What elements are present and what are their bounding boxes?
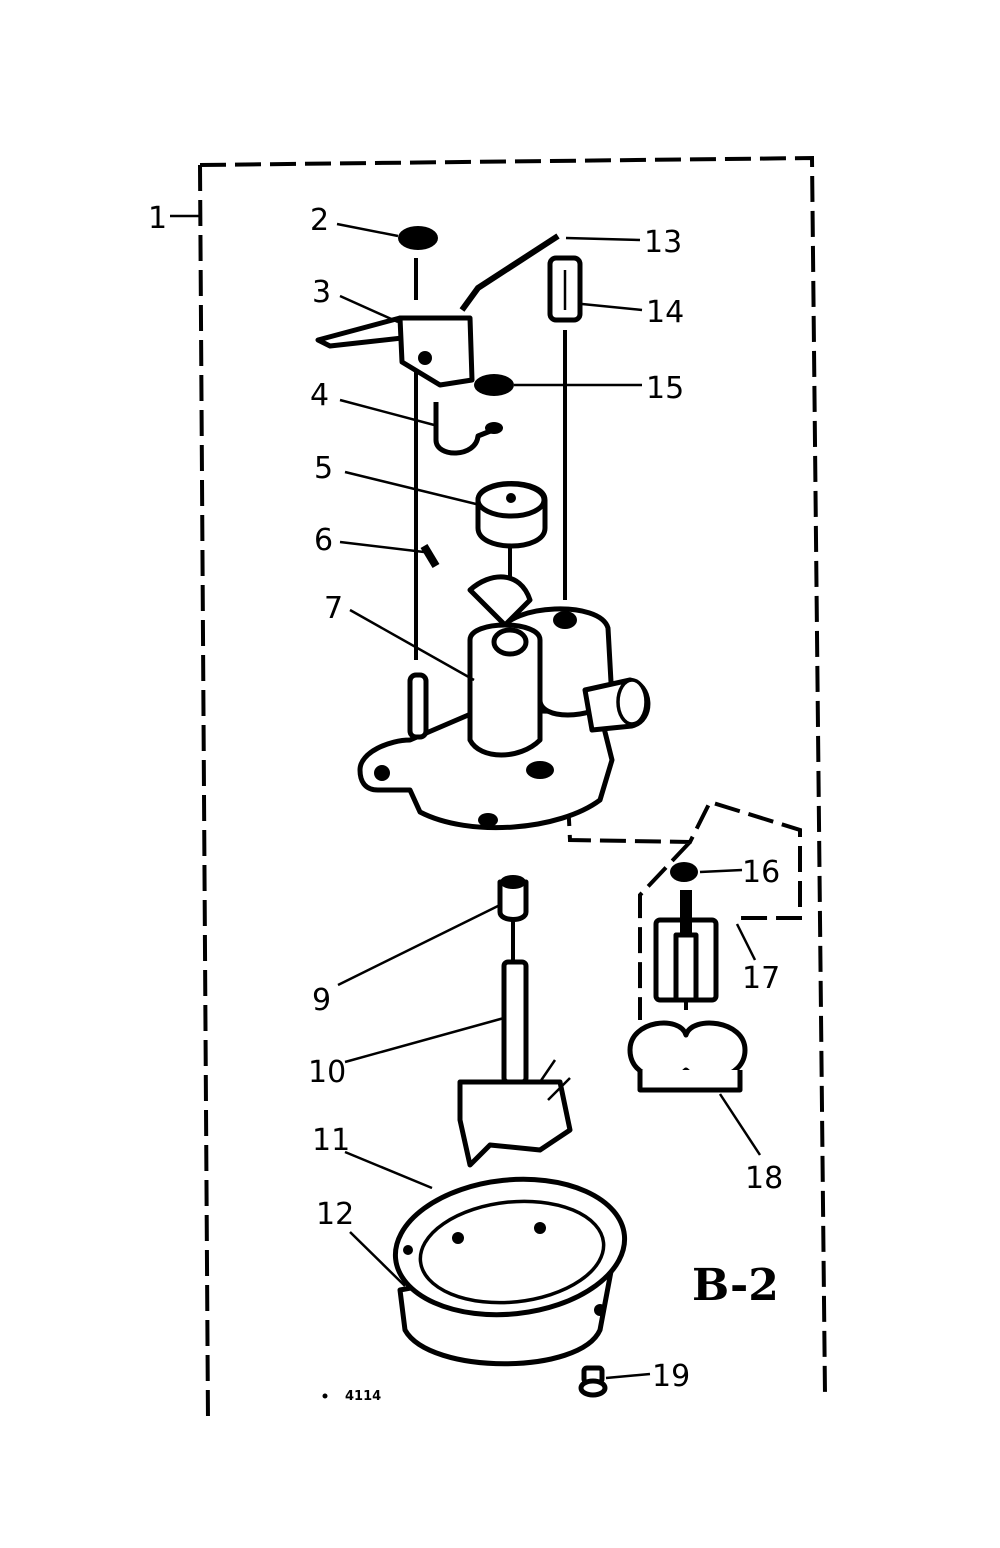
callout-1: 1 <box>148 201 167 236</box>
part-5-float <box>475 481 548 549</box>
part-14-sleeve <box>547 255 583 323</box>
part-17-needle-valve <box>653 890 719 1003</box>
callout-2: 2 <box>310 203 329 238</box>
callout-4: 4 <box>310 378 329 413</box>
subassembly-boundary <box>566 799 802 1020</box>
part-4-clip <box>433 402 503 456</box>
part-18-float-bracket <box>627 1020 748 1093</box>
part-13-rod <box>459 233 560 312</box>
callout-7: 7 <box>324 591 343 626</box>
callout-19: 19 <box>652 1359 690 1394</box>
callout-9: 9 <box>312 983 331 1018</box>
part-19-screw <box>578 1365 608 1398</box>
part-6-pin <box>420 543 440 569</box>
part-15-washer <box>474 374 514 396</box>
callout-17: 17 <box>742 961 780 996</box>
diagram-id-label: B-2 <box>692 1260 779 1311</box>
part-2-cap <box>398 226 438 250</box>
callout-13: 13 <box>644 225 682 260</box>
part-3-lever <box>315 315 475 388</box>
part-9-plug <box>497 875 529 922</box>
callout-15: 15 <box>646 371 684 406</box>
figure-code-text: 4114 <box>345 1389 381 1404</box>
callout-12: 12 <box>316 1197 354 1232</box>
callout-5: 5 <box>314 451 333 486</box>
callout-3: 3 <box>312 275 331 310</box>
callout-18: 18 <box>745 1161 783 1196</box>
leader-lines <box>170 214 762 1380</box>
part-11-12-float-bowl <box>392 1176 628 1367</box>
callout-10: 10 <box>308 1055 346 1090</box>
part-10-nozzle <box>457 959 573 1168</box>
callout-14: 14 <box>646 295 684 330</box>
callout-16: 16 <box>742 855 780 890</box>
figure-code: 4114 <box>322 1389 381 1404</box>
callouts: 1 2 3 4 5 6 7 9 10 11 12 13 14 15 16 17 … <box>148 201 783 1394</box>
assembly-boundary <box>198 155 827 1423</box>
callout-11: 11 <box>312 1123 350 1158</box>
part-7-carburetor-body <box>357 574 651 831</box>
part-16-washer <box>670 862 698 882</box>
callout-6: 6 <box>314 523 333 558</box>
